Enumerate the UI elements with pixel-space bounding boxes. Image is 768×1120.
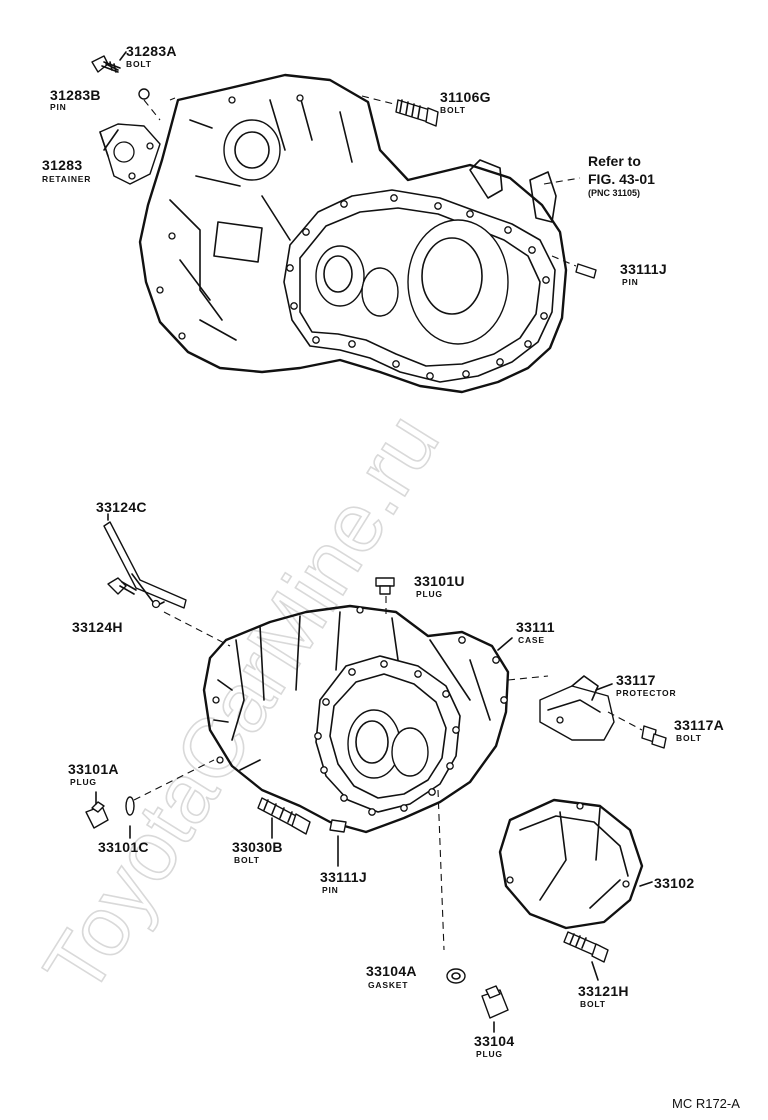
leader-33111: [497, 637, 513, 651]
label-31283A: 31283A BOLT: [126, 43, 177, 69]
part-number: 31106G: [440, 89, 491, 105]
retainer-31283-drawing: [99, 123, 161, 185]
leader-31283B: [143, 97, 176, 121]
label-33104A: 33104A GASKET: [366, 963, 417, 990]
bolt-33124H-drawing: [107, 577, 137, 595]
bolt-33117A-drawing: [641, 725, 667, 749]
pin-31111J-upper-drawing: [575, 263, 597, 279]
watermark: ToyotaCarMine.ru: [26, 398, 457, 1010]
part-name: PIN: [322, 885, 339, 895]
leader-33117-label: [595, 683, 613, 691]
label-33124H: 33124H: [72, 619, 123, 635]
leader-33121H: [591, 961, 599, 981]
part-name: BOLT: [234, 855, 260, 865]
bolt-33030B-drawing: [257, 797, 311, 835]
gasket-33101C-drawing: [125, 796, 135, 816]
part-name: BOLT: [440, 105, 466, 115]
leader-33102: [639, 881, 653, 887]
part-number: 33117: [616, 672, 656, 688]
part-number: 33124H: [72, 619, 123, 635]
part-number: 33111: [516, 619, 555, 635]
leader-33104: [437, 789, 445, 951]
leader-31106G: [361, 95, 395, 105]
bolt-31106G-drawing: [395, 99, 439, 127]
plug-33101U-drawing: [375, 577, 395, 595]
part-name: PIN: [622, 277, 639, 287]
label-33111J-lower: 33111J PIN: [320, 869, 367, 895]
label-33124C: 33124C: [96, 499, 147, 515]
bolt-31283A-drawing: [91, 55, 121, 73]
label-33121H: 33121H BOLT: [578, 983, 629, 1009]
part-name: PLUG: [70, 777, 97, 787]
part-number: 33101C: [98, 839, 149, 855]
part-name: GASKET: [368, 980, 408, 990]
label-33111: 33111 CASE: [516, 619, 555, 645]
label-33117: 33117 PROTECTOR: [616, 672, 676, 698]
part-number: 33104: [474, 1033, 514, 1049]
plug-33101A-drawing: [85, 801, 109, 829]
label-33101C: 33101C: [98, 839, 149, 855]
part-name: CASE: [518, 635, 545, 645]
label-33101A: 33101A PLUG: [68, 761, 119, 787]
lever-33124C-drawing: [103, 521, 187, 609]
label-33030B: 33030B BOLT: [232, 839, 283, 865]
part-number: 33111J: [320, 869, 367, 885]
part-number: 33124C: [96, 499, 147, 515]
part-name: PLUG: [476, 1049, 503, 1059]
part-number: 33101A: [68, 761, 119, 777]
pin-33111J-lower-drawing: [329, 819, 347, 833]
reference-line-2: FIG. 43-01: [588, 171, 655, 187]
label-31283: 31283 RETAINER: [42, 157, 91, 184]
leader-31111J-upper: [551, 255, 577, 267]
part-name: RETAINER: [42, 174, 91, 184]
part-number: 33030B: [232, 839, 283, 855]
cover-33102-drawing: [498, 798, 644, 930]
label-33117A: 33117A BOLT: [674, 717, 724, 743]
leader-33101C: [133, 759, 215, 801]
part-number: 33121H: [578, 983, 629, 999]
label-33102: 33102: [654, 875, 694, 891]
leader-33124C: [163, 611, 231, 647]
part-number: 33104A: [366, 963, 417, 979]
label-31106G: 31106G BOLT: [440, 89, 491, 115]
part-number: 33117A: [674, 717, 724, 733]
part-name: BOLT: [580, 999, 606, 1009]
part-number: 31283A: [126, 43, 177, 59]
part-name: BOLT: [126, 59, 152, 69]
transmission-case-drawing: [202, 604, 510, 834]
part-name: PIN: [50, 102, 67, 112]
label-33101U: 33101U PLUG: [414, 573, 465, 599]
label-33104: 33104 PLUG: [474, 1033, 514, 1059]
diagram-code: MC R172-A: [672, 1096, 740, 1111]
part-name: BOLT: [676, 733, 702, 743]
reference-line-1: Refer to: [588, 153, 641, 169]
part-number: 31283: [42, 157, 82, 173]
case-bolt-holes: [212, 606, 508, 816]
label-31283B: 31283B PIN: [50, 87, 101, 112]
gasket-33104A-drawing: [446, 968, 466, 984]
leader-31283: [103, 129, 119, 151]
plug-33104-drawing: [481, 985, 509, 1019]
bolt-33121H-drawing: [563, 931, 609, 963]
flange-bolt-holes: [156, 94, 550, 380]
part-number: 33102: [654, 875, 694, 891]
part-number: 33111J: [620, 261, 667, 277]
pin-31283B-drawing: [138, 88, 150, 100]
leader-fig43: [543, 177, 581, 185]
part-name: PROTECTOR: [616, 688, 676, 698]
label-fig-reference: Refer to FIG. 43-01 (PNC 31105): [588, 153, 655, 198]
part-name: PLUG: [416, 589, 443, 599]
label-31111J-upper: 33111J PIN: [620, 261, 667, 287]
part-number: 33101U: [414, 573, 465, 589]
leader-31283A: [119, 51, 127, 61]
leader-33117: [507, 675, 643, 731]
part-number: 31283B: [50, 87, 101, 103]
protector-33117-drawing: [539, 675, 615, 741]
reference-line-3: (PNC 31105): [588, 188, 640, 198]
transmission-housing-drawing: [138, 73, 568, 394]
